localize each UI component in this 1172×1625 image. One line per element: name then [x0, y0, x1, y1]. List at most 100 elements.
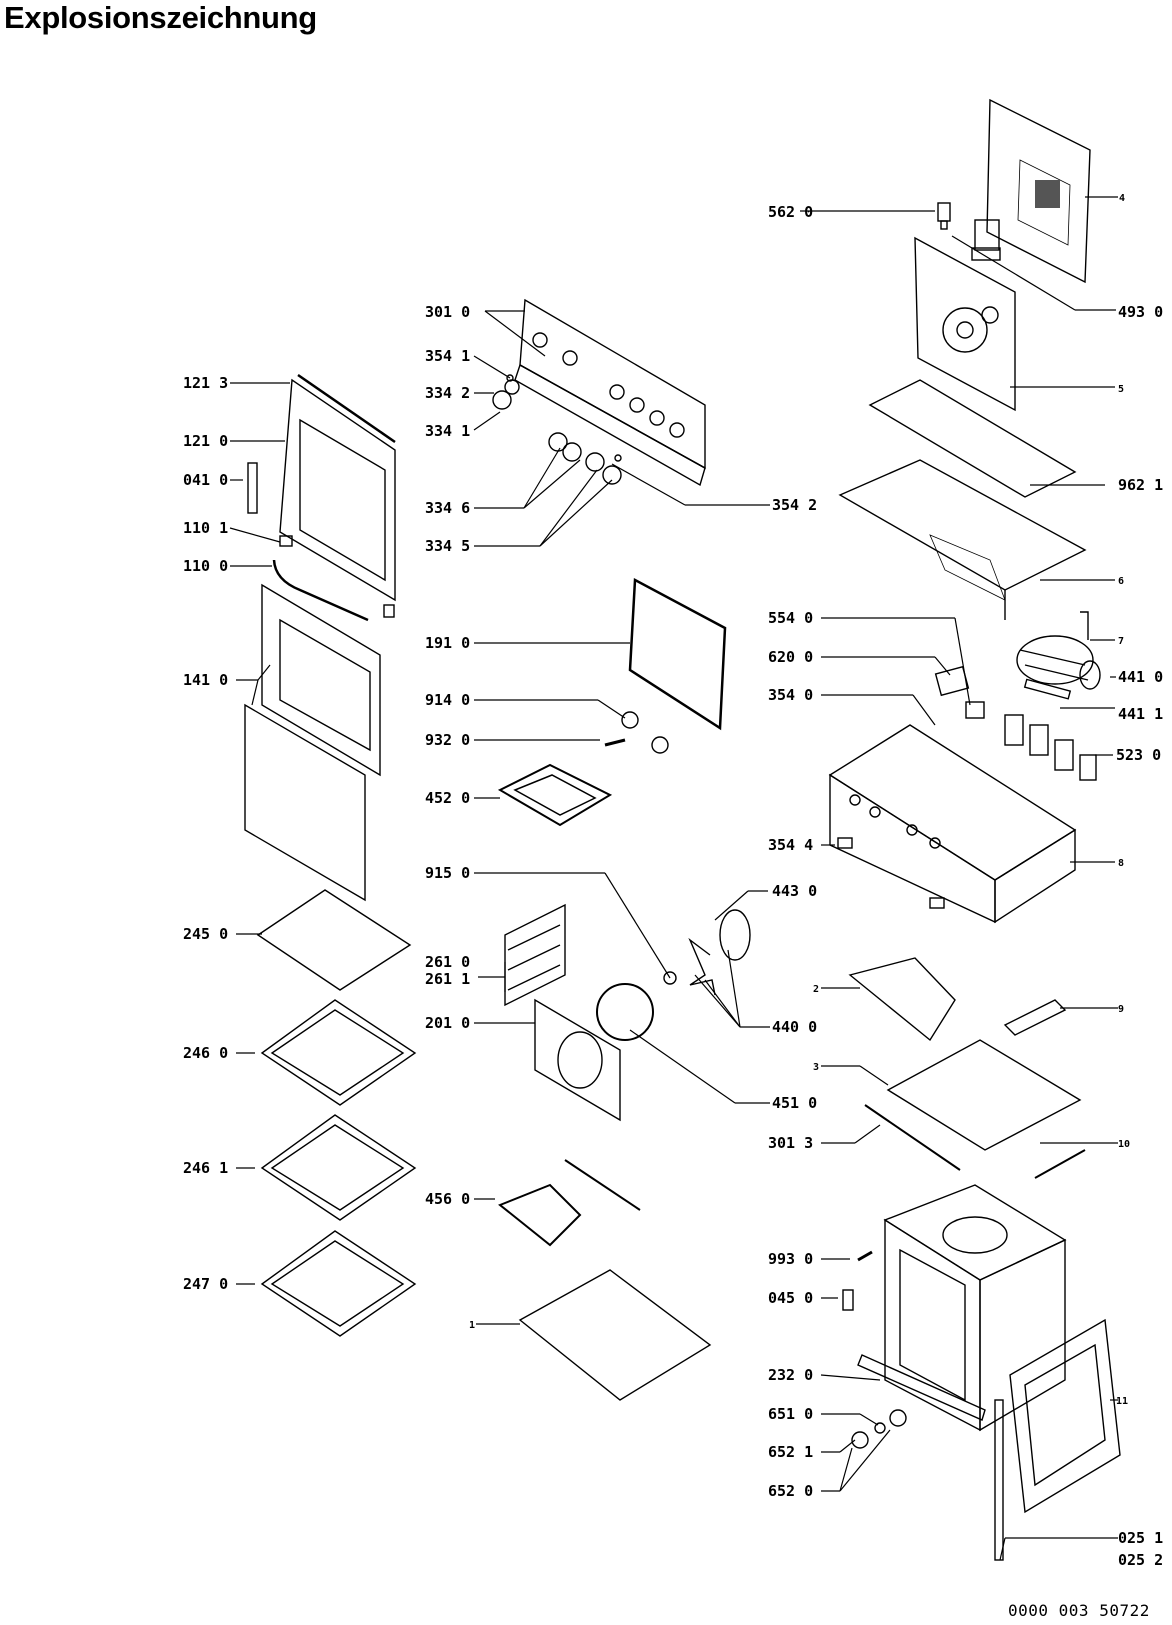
part-label-245-0: 245 0: [183, 925, 229, 943]
part-label-025-2: 025 2: [1118, 1551, 1164, 1569]
part-label-334-5: 334 5: [425, 537, 471, 555]
part-label-6: 6: [1118, 576, 1125, 587]
part-label-620-0: 620 0: [768, 648, 814, 666]
fan-blade-440-part: [663, 909, 751, 996]
strip-9-part: [1003, 999, 1067, 1036]
part-label-993-0: 993 0: [768, 1250, 814, 1268]
fan-cover-201-part: [534, 998, 621, 1122]
part-label-8: 8: [1118, 858, 1125, 869]
switches-523-part: [1004, 714, 1097, 781]
part-label-110-0: 110 0: [183, 557, 229, 575]
gasket-191-part: [628, 577, 727, 731]
part-label-441-0: 441 0: [1118, 668, 1164, 686]
part-label-523-0: 523 0: [1116, 746, 1162, 764]
part-label-301-3: 301 3: [768, 1134, 814, 1152]
part-label-451-0: 451 0: [772, 1094, 818, 1112]
knobs-334-part: [492, 374, 622, 485]
tray-246-1-part: [260, 1114, 417, 1221]
latch-045-part: [842, 1289, 854, 1311]
part-label-7: 7: [1118, 636, 1125, 647]
bracket-2-part: [848, 957, 956, 1042]
part-label-915-0: 915 0: [425, 864, 471, 882]
relay-493-part: [971, 219, 1001, 261]
side-rails-261-part: [504, 903, 566, 1007]
bottom-panel-1-part: [518, 1269, 712, 1401]
strip-232-part: [857, 1354, 986, 1421]
fan-motor-441-part: [1016, 635, 1101, 700]
part-label-261-1: 261 1: [425, 970, 471, 988]
part-label-025-1: 025 1: [1118, 1529, 1164, 1547]
rod-10-part: [1034, 1149, 1086, 1179]
part-label-354-2: 354 2: [772, 496, 818, 514]
part-label-452-0: 452 0: [425, 789, 471, 807]
tray-246-0-part: [260, 999, 417, 1106]
back-panel-4-part: [986, 98, 1091, 284]
part-label-261-0: 261 0: [425, 953, 471, 971]
part-label-932-0: 932 0: [425, 731, 471, 749]
thermostat-554-part: [965, 701, 985, 719]
part-label-334-1: 334 1: [425, 422, 471, 440]
part-label-652-0: 652 0: [768, 1482, 814, 1500]
knobs-652-part: [851, 1409, 907, 1449]
door-frame-121-part: [279, 373, 396, 602]
part-label-247-0: 247 0: [183, 1275, 229, 1293]
part-label-246-1: 246 1: [183, 1159, 229, 1177]
part-label-10: 10: [1118, 1139, 1131, 1150]
ring-heater-451-part: [596, 983, 654, 1041]
part-label-041-0: 041 0: [183, 471, 229, 489]
oven-cavity-part: [883, 1184, 1067, 1432]
tray-247-part: [260, 1230, 417, 1337]
page-title: Explosionszeichnung: [4, 0, 317, 35]
part-label-354-0: 354 0: [768, 686, 814, 704]
part-label-1: 1: [469, 1320, 476, 1331]
part-label-334-2: 334 2: [425, 384, 471, 402]
side-strip-025-part: [994, 1399, 1004, 1561]
part-label-246-0: 246 0: [183, 1044, 229, 1062]
part-label-110-1: 110 1: [183, 519, 229, 537]
part-label-651-0: 651 0: [768, 1405, 814, 1423]
part-label-493-0: 493 0: [1118, 303, 1164, 321]
control-box-8-part: [828, 724, 1077, 924]
part-label-4: 4: [1119, 193, 1126, 204]
bottom-frame-3-part: [864, 1039, 1082, 1171]
part-label-441-1: 441 1: [1118, 705, 1164, 723]
connector-620-part: [934, 665, 970, 697]
part-label-562-0: 562 0: [768, 203, 814, 221]
part-label-045-0: 045 0: [768, 1289, 814, 1307]
part-label-141-0: 141 0: [183, 671, 229, 689]
part-label-11: 11: [1116, 1396, 1129, 1407]
switch-562-part: [937, 202, 951, 230]
heater-452-part: [497, 711, 669, 827]
part-label-354-1: 354 1: [425, 347, 471, 365]
grill-456-part: [498, 1159, 641, 1247]
pin-354-part: [837, 837, 945, 909]
rack-245-part: [256, 889, 412, 991]
door-parts-110-part: [272, 535, 395, 622]
part-label-334-6: 334 6: [425, 499, 471, 517]
top-panel-6-part: [838, 459, 1087, 620]
hinge-041-part: [247, 462, 258, 514]
part-label-3: 3: [813, 1062, 820, 1073]
part-label-121-3: 121 3: [183, 374, 229, 392]
door-glass-141-part: [244, 583, 381, 902]
part-label-354-4: 354 4: [768, 836, 814, 854]
side-panel-11-part: [1009, 1318, 1121, 1514]
screw-993-part: [857, 1250, 873, 1262]
part-label-121-0: 121 0: [183, 432, 229, 450]
part-label-301-0: 301 0: [425, 303, 471, 321]
part-label-914-0: 914 0: [425, 691, 471, 709]
part-label-9: 9: [1118, 1004, 1125, 1015]
leader-lines: [229, 196, 1118, 1561]
control-panel-301-part: [514, 298, 706, 487]
part-label-443-0: 443 0: [772, 882, 818, 900]
part-label-652-1: 652 1: [768, 1443, 814, 1461]
insulation-962-part: [868, 379, 1077, 498]
part-label-554-0: 554 0: [768, 609, 814, 627]
document-number: 0000 003 50722: [1008, 1601, 1150, 1620]
part-label-456-0: 456 0: [425, 1190, 471, 1208]
part-label-232-0: 232 0: [768, 1366, 814, 1384]
part-label-2: 2: [813, 984, 820, 995]
part-label-191-0: 191 0: [425, 634, 471, 652]
rear-wall-5-part: [914, 236, 1016, 412]
